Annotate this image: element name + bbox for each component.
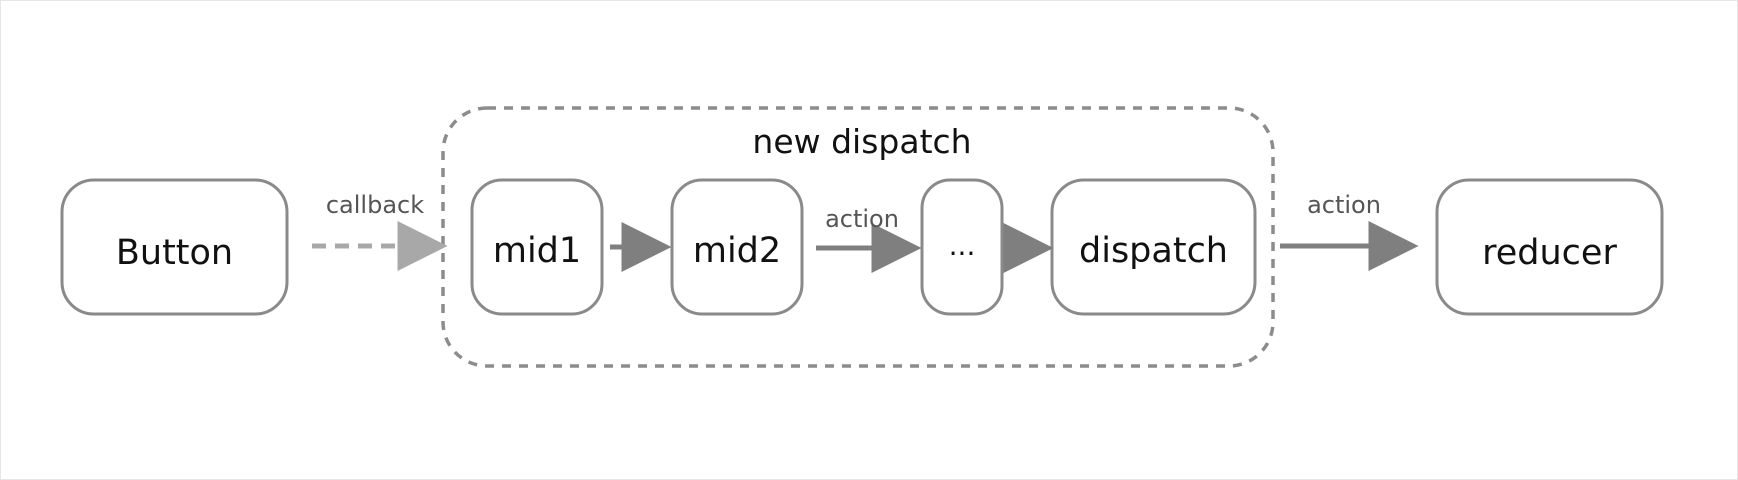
node-mid2: mid2 bbox=[670, 178, 804, 316]
node-button: Button bbox=[60, 178, 289, 316]
node-reducer: reducer bbox=[1435, 178, 1664, 316]
node-mid1-label: mid1 bbox=[493, 231, 581, 271]
node-dispatch-label: dispatch bbox=[1079, 231, 1228, 271]
new-dispatch-label: new dispatch bbox=[752, 122, 971, 161]
node-ellipsis-label: ... bbox=[949, 229, 976, 262]
action-outer-label: action bbox=[1307, 191, 1381, 219]
node-reducer-label: reducer bbox=[1482, 233, 1617, 273]
node-mid1: mid1 bbox=[470, 178, 604, 316]
node-mid2-label: mid2 bbox=[693, 231, 781, 271]
node-button-label: Button bbox=[116, 233, 233, 273]
callback-label: callback bbox=[326, 191, 424, 219]
node-dispatch: dispatch bbox=[1050, 178, 1257, 316]
action-inner-label: action bbox=[825, 205, 899, 233]
node-ellipsis: ... bbox=[920, 178, 1004, 316]
